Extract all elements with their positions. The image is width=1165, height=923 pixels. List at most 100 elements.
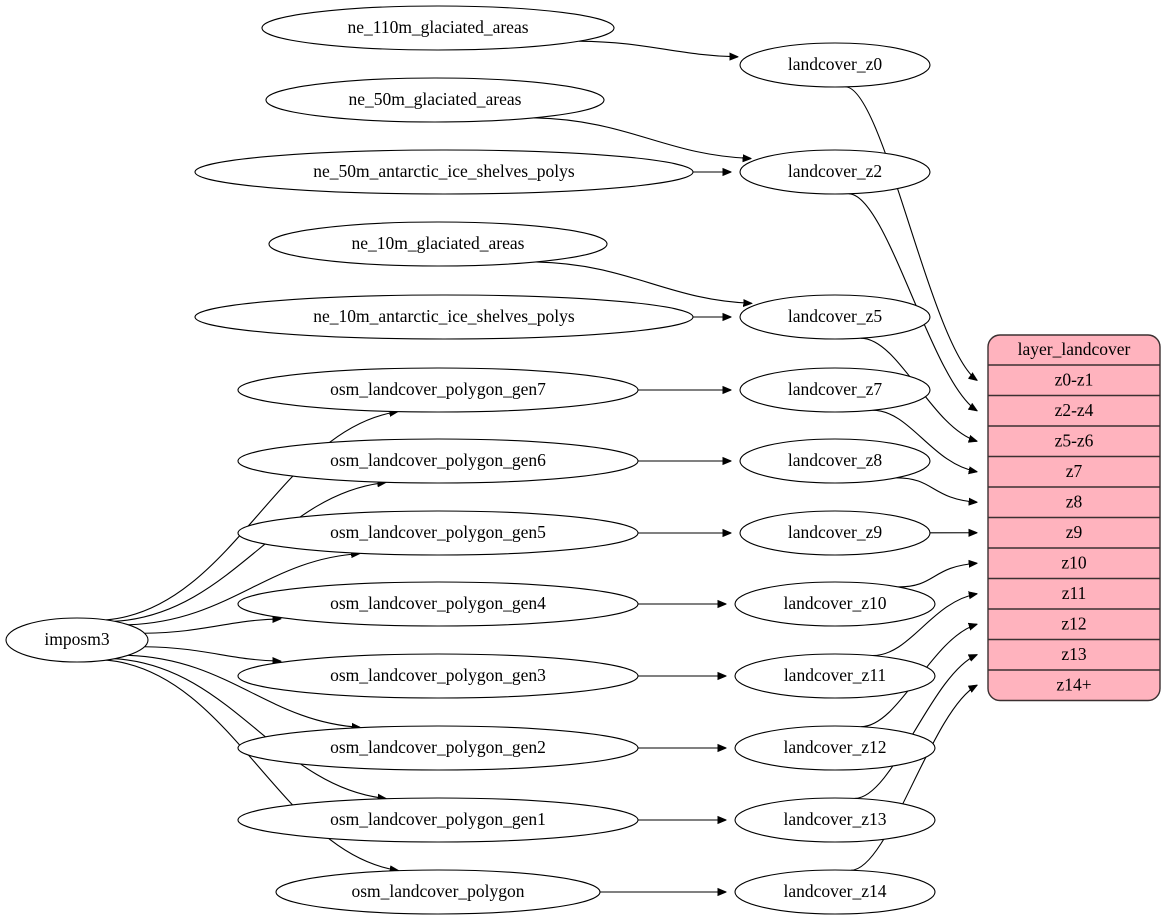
node-label: osm_landcover_polygon_gen7 (330, 379, 546, 399)
table-row-label: z10 (1061, 552, 1087, 572)
node-landcover_z5[interactable]: landcover_z5 (739, 294, 931, 340)
edge-landcover_z10-to-z10 (898, 563, 977, 588)
node-shape-landcover-layer (739, 438, 931, 484)
node-osm_landcover_polygon_gen3[interactable]: osm_landcover_polygon_gen3 (237, 653, 639, 699)
node-landcover_z10[interactable]: landcover_z10 (734, 581, 936, 627)
table-row-label: z7 (1066, 461, 1083, 481)
node-label: landcover_z5 (788, 306, 883, 326)
node-shape-landcover-layer (739, 294, 931, 340)
edge-imposm3-to-osm_landcover_polygon_gen3 (144, 646, 281, 661)
table-row-label: z13 (1061, 644, 1087, 664)
node-shape-landcover-layer (734, 581, 936, 627)
node-shape-landcover-layer (734, 653, 936, 699)
node-shape-landcover-layer (739, 42, 931, 88)
node-label: landcover_z7 (788, 379, 883, 399)
node-shape-osm-table (237, 725, 639, 771)
table-header-label: layer_landcover (1018, 339, 1131, 359)
table-row-label: z9 (1066, 522, 1083, 542)
node-landcover_z7[interactable]: landcover_z7 (739, 367, 931, 413)
node-label: osm_landcover_polygon_gen2 (330, 737, 546, 757)
node-label: landcover_z0 (788, 54, 883, 74)
node-label: landcover_z12 (783, 737, 886, 757)
node-label: osm_landcover_polygon_gen6 (330, 450, 546, 470)
edge-imposm3-to-osm_landcover_polygon_gen2 (128, 654, 360, 727)
node-osm_landcover_polygon_gen4[interactable]: osm_landcover_polygon_gen4 (237, 581, 639, 627)
node-label: landcover_z13 (783, 809, 886, 829)
edge-landcover_z11-to-z11 (872, 594, 977, 657)
table-row-label: z8 (1066, 491, 1083, 511)
node-shape-natural-earth (194, 294, 694, 340)
edge-ne_50m_glaciated_areas-to-landcover_z2 (534, 117, 751, 159)
node-label: osm_landcover_polygon_gen4 (330, 593, 546, 613)
node-shape-landcover-layer (739, 510, 931, 556)
node-label: landcover_z8 (788, 450, 883, 470)
node-label: osm_landcover_polygon_gen1 (330, 809, 546, 829)
node-label: osm_landcover_polygon_gen3 (330, 665, 546, 685)
table-row-label: z12 (1061, 613, 1086, 633)
node-shape-natural-earth (265, 77, 605, 123)
edge-imposm3-to-osm_landcover_polygon_gen5 (128, 554, 359, 626)
node-landcover_z12[interactable]: landcover_z12 (734, 725, 936, 771)
edge-landcover_z0-to-z0-z1 (845, 86, 977, 380)
table-row-label: z2-z4 (1055, 400, 1094, 420)
node-landcover_z9[interactable]: landcover_z9 (739, 510, 931, 556)
node-shape-landcover-layer (734, 797, 936, 843)
node-shape-osm-table (237, 438, 639, 484)
edge-imposm3-to-osm_landcover_polygon_gen6 (114, 482, 386, 622)
node-shape-natural-earth (261, 5, 615, 51)
edge-ne_10m_glaciated_areas-to-landcover_z5 (535, 261, 752, 303)
node-landcover_z13[interactable]: landcover_z13 (734, 797, 936, 843)
node-shape-landcover-layer (739, 149, 931, 195)
table-row-label: z0-z1 (1055, 369, 1094, 389)
node-osm_landcover_polygon_gen2[interactable]: osm_landcover_polygon_gen2 (237, 725, 639, 771)
node-landcover_z11[interactable]: landcover_z11 (734, 653, 936, 699)
node-osm_landcover_polygon_gen5[interactable]: osm_landcover_polygon_gen5 (237, 510, 639, 556)
node-landcover_z0[interactable]: landcover_z0 (739, 42, 931, 88)
edge-landcover_z2-to-z2-z4 (848, 193, 977, 411)
node-label: ne_50m_antarctic_ice_shelves_polys (313, 161, 575, 181)
node-shape-landcover-layer (734, 869, 936, 915)
node-shape-osm-table (237, 653, 639, 699)
edge-landcover_z14-to-z14+ (850, 685, 977, 871)
node-shape-landcover-layer (734, 725, 936, 771)
node-osm_landcover_polygon_gen1[interactable]: osm_landcover_polygon_gen1 (237, 797, 639, 843)
node-landcover_z2[interactable]: landcover_z2 (739, 149, 931, 195)
edge-landcover_z8-to-z8 (896, 477, 977, 502)
node-shape-osm-table (237, 367, 639, 413)
node-ne_10m_antarctic_ice_shelves_polys[interactable]: ne_10m_antarctic_ice_shelves_polys (194, 294, 694, 340)
node-ne_110m_glaciated_areas[interactable]: ne_110m_glaciated_areas (261, 5, 615, 51)
node-label: landcover_z14 (783, 881, 886, 901)
node-label: landcover_z11 (784, 665, 886, 685)
node-imposm3[interactable]: imposm3 (5, 617, 149, 663)
node-shape-osm-table (237, 581, 639, 627)
node-ne_50m_antarctic_ice_shelves_polys[interactable]: ne_50m_antarctic_ice_shelves_polys (194, 149, 694, 195)
node-osm_landcover_polygon[interactable]: osm_landcover_polygon (275, 869, 601, 915)
node-ne_10m_glaciated_areas[interactable]: ne_10m_glaciated_areas (268, 221, 608, 267)
node-landcover_z8[interactable]: landcover_z8 (739, 438, 931, 484)
node-landcover_z14[interactable]: landcover_z14 (734, 869, 936, 915)
nodes-layer: ne_110m_glaciated_areas ne_50m_glaciated_… (5, 5, 936, 915)
node-osm_landcover_polygon_gen6[interactable]: osm_landcover_polygon_gen6 (237, 438, 639, 484)
node-shape-osm-table (275, 869, 601, 915)
node-label: imposm3 (44, 629, 109, 649)
node-ne_50m_glaciated_areas[interactable]: ne_50m_glaciated_areas (265, 77, 605, 123)
node-label: landcover_z9 (788, 522, 883, 542)
edge-ne_110m_glaciated_areas-to-landcover_z0 (579, 40, 738, 57)
node-osm_landcover_polygon_gen7[interactable]: osm_landcover_polygon_gen7 (237, 367, 639, 413)
node-label: landcover_z10 (783, 593, 886, 613)
table-row-label: z14+ (1056, 674, 1091, 694)
node-shape-landcover-layer (739, 367, 931, 413)
node-label: ne_10m_antarctic_ice_shelves_polys (313, 306, 575, 326)
table-row-label: z5-z6 (1055, 430, 1094, 450)
node-label: ne_50m_glaciated_areas (349, 89, 522, 109)
node-label: osm_landcover_polygon (351, 881, 524, 901)
node-shape-natural-earth (268, 221, 608, 267)
node-label: ne_10m_glaciated_areas (352, 233, 525, 253)
node-label: ne_110m_glaciated_areas (347, 17, 528, 37)
node-shape-source (5, 617, 149, 663)
edge-imposm3-to-osm_landcover_polygon_gen1 (114, 658, 385, 799)
table-row-label: z11 (1062, 583, 1087, 603)
node-label: landcover_z2 (788, 161, 882, 181)
